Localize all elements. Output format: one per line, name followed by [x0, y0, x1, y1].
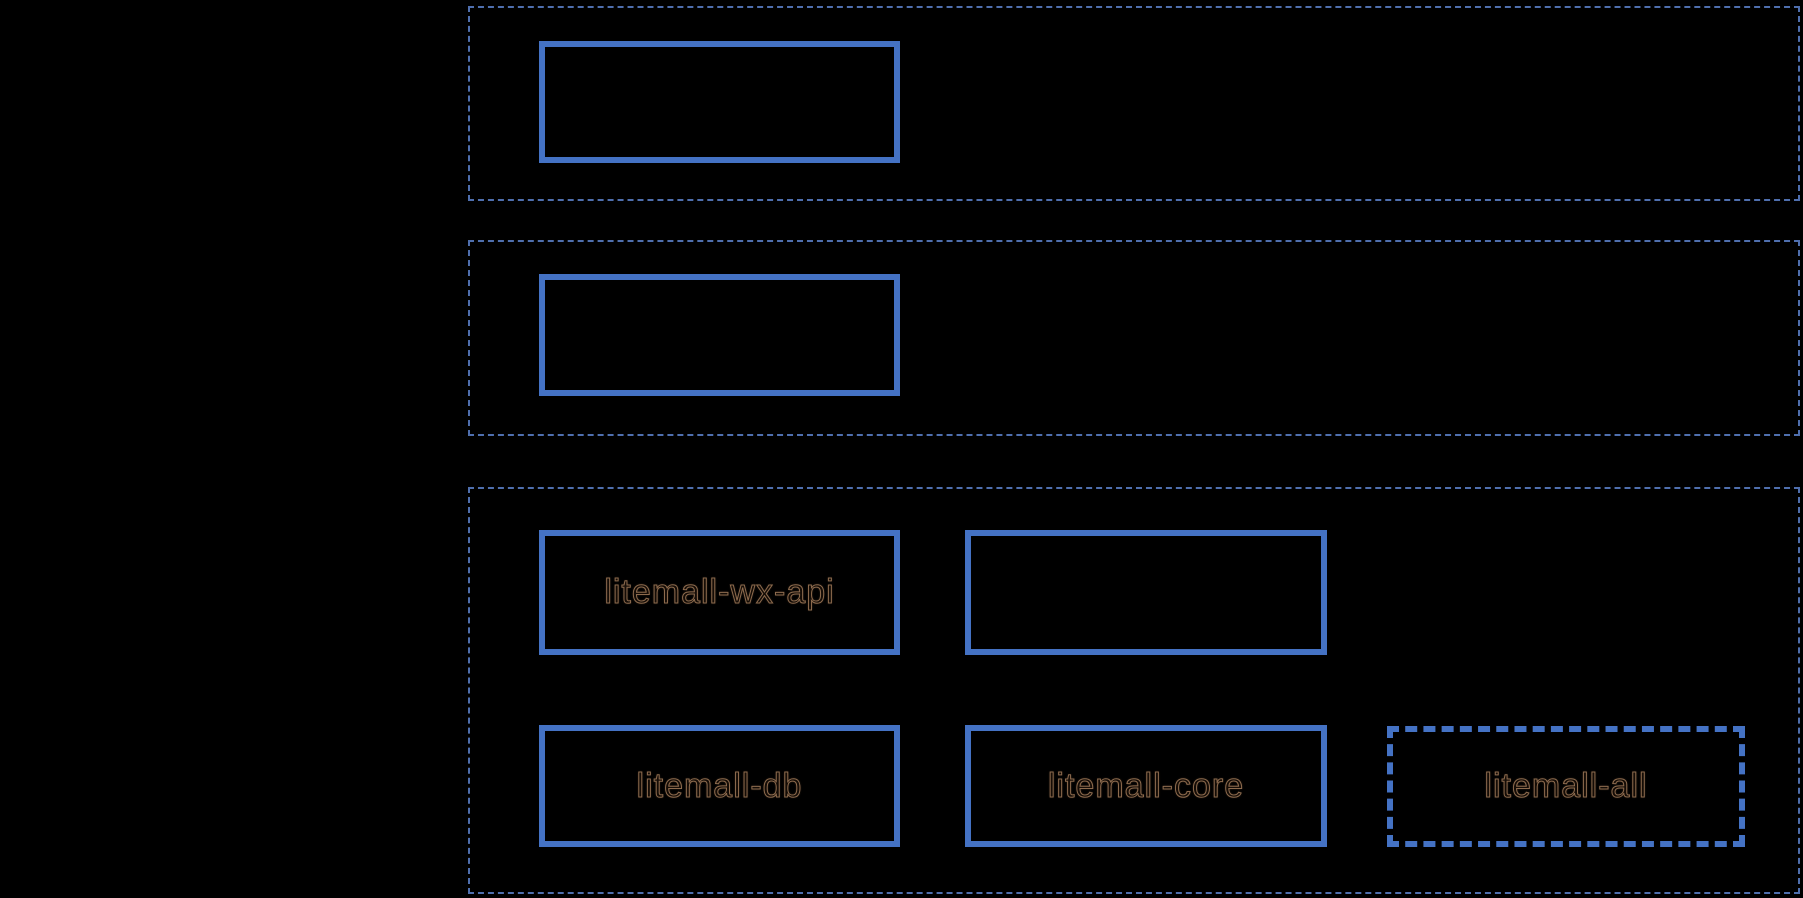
module-group-top [468, 6, 1800, 201]
module-box-litemall-wx-api: litemall-wx-api [539, 530, 900, 655]
module-box-litemall-all: litemall-all [1387, 726, 1745, 847]
module-group-bottom: litemall-wx-api litemall-db litemall-cor… [468, 487, 1800, 894]
module-group-middle [468, 240, 1800, 436]
module-box-middle [539, 274, 900, 396]
module-box-label: litemall-db [636, 766, 803, 805]
module-box-label: litemall-wx-api [604, 573, 835, 612]
module-box-label: litemall-core [1047, 766, 1245, 805]
module-box-litemall-core: litemall-core [965, 725, 1327, 847]
module-box-label: litemall-all [1484, 767, 1648, 806]
module-box-top [539, 41, 900, 163]
module-box-litemall-db: litemall-db [539, 725, 900, 847]
module-box-bottom-row1-col2 [965, 530, 1327, 655]
